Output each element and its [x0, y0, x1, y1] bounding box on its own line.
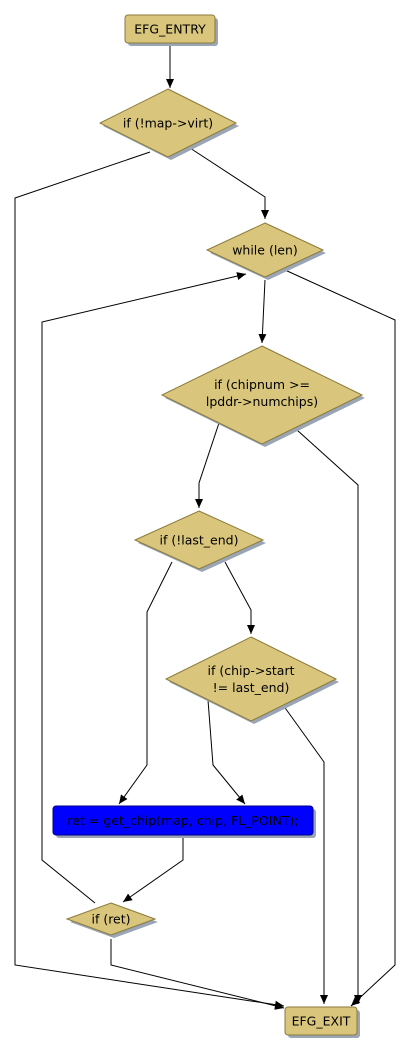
edge-map-virt-to-while	[189, 147, 269, 219]
node-while-len-label: while (len)	[232, 243, 298, 258]
node-chip-start-label-line-1: if (chip->start	[207, 663, 294, 678]
node-map-virt-label: if (!map->virt)	[123, 116, 213, 131]
node-map-virt: if (!map->virt)	[98, 88, 239, 160]
node-chipnum: if (chipnum >= lpddr->numchips)	[160, 345, 365, 447]
edge-map-virt-to-exit	[14, 151, 285, 1009]
node-efg-entry-label: EFG_ENTRY	[134, 22, 206, 37]
edge-while-to-exit	[284, 269, 396, 1007]
node-efg-exit: EFG_EXIT	[284, 1006, 360, 1038]
edge-chipnum-to-exit	[296, 429, 362, 1004]
edge-get-chip-to-ret	[122, 837, 184, 903]
edge-chip-start-to-get-chip	[207, 699, 246, 805]
node-ret: if (ret)	[65, 902, 158, 938]
edges	[14, 44, 396, 1010]
edge-last-end-to-chip-start	[224, 561, 255, 634]
edge-ret-to-exit	[110, 939, 285, 1010]
node-chip-start-label-line-2: != last_end)	[213, 680, 290, 695]
node-get-chip: ret = get_chip(map, chip, FL_POINT);	[52, 805, 316, 838]
edge-last-end-to-get-chip	[118, 561, 173, 805]
node-chipnum-label-line-2: lpddr->numchips)	[206, 394, 318, 409]
node-last-end: if (!last_end)	[133, 510, 266, 572]
node-efg-exit-label: EFG_EXIT	[292, 1014, 351, 1029]
node-efg-entry: EFG_ENTRY	[124, 14, 218, 46]
node-chip-start: if (chip->start != last_end)	[164, 636, 339, 724]
edge-chipnum-to-last-end	[195, 422, 220, 508]
edge-ret-loop-to-while	[41, 272, 247, 904]
node-chipnum-label-line-1: if (chipnum >=	[214, 377, 310, 392]
edge-chip-start-to-exit	[282, 704, 328, 1004]
node-ret-label: if (ret)	[91, 912, 130, 927]
node-get-chip-label: ret = get_chip(map, chip, FL_POINT);	[67, 813, 298, 828]
node-while-len: while (len)	[205, 222, 326, 280]
edge-while-to-chipnum	[258, 279, 267, 344]
node-last-end-label: if (!last_end)	[160, 533, 239, 548]
